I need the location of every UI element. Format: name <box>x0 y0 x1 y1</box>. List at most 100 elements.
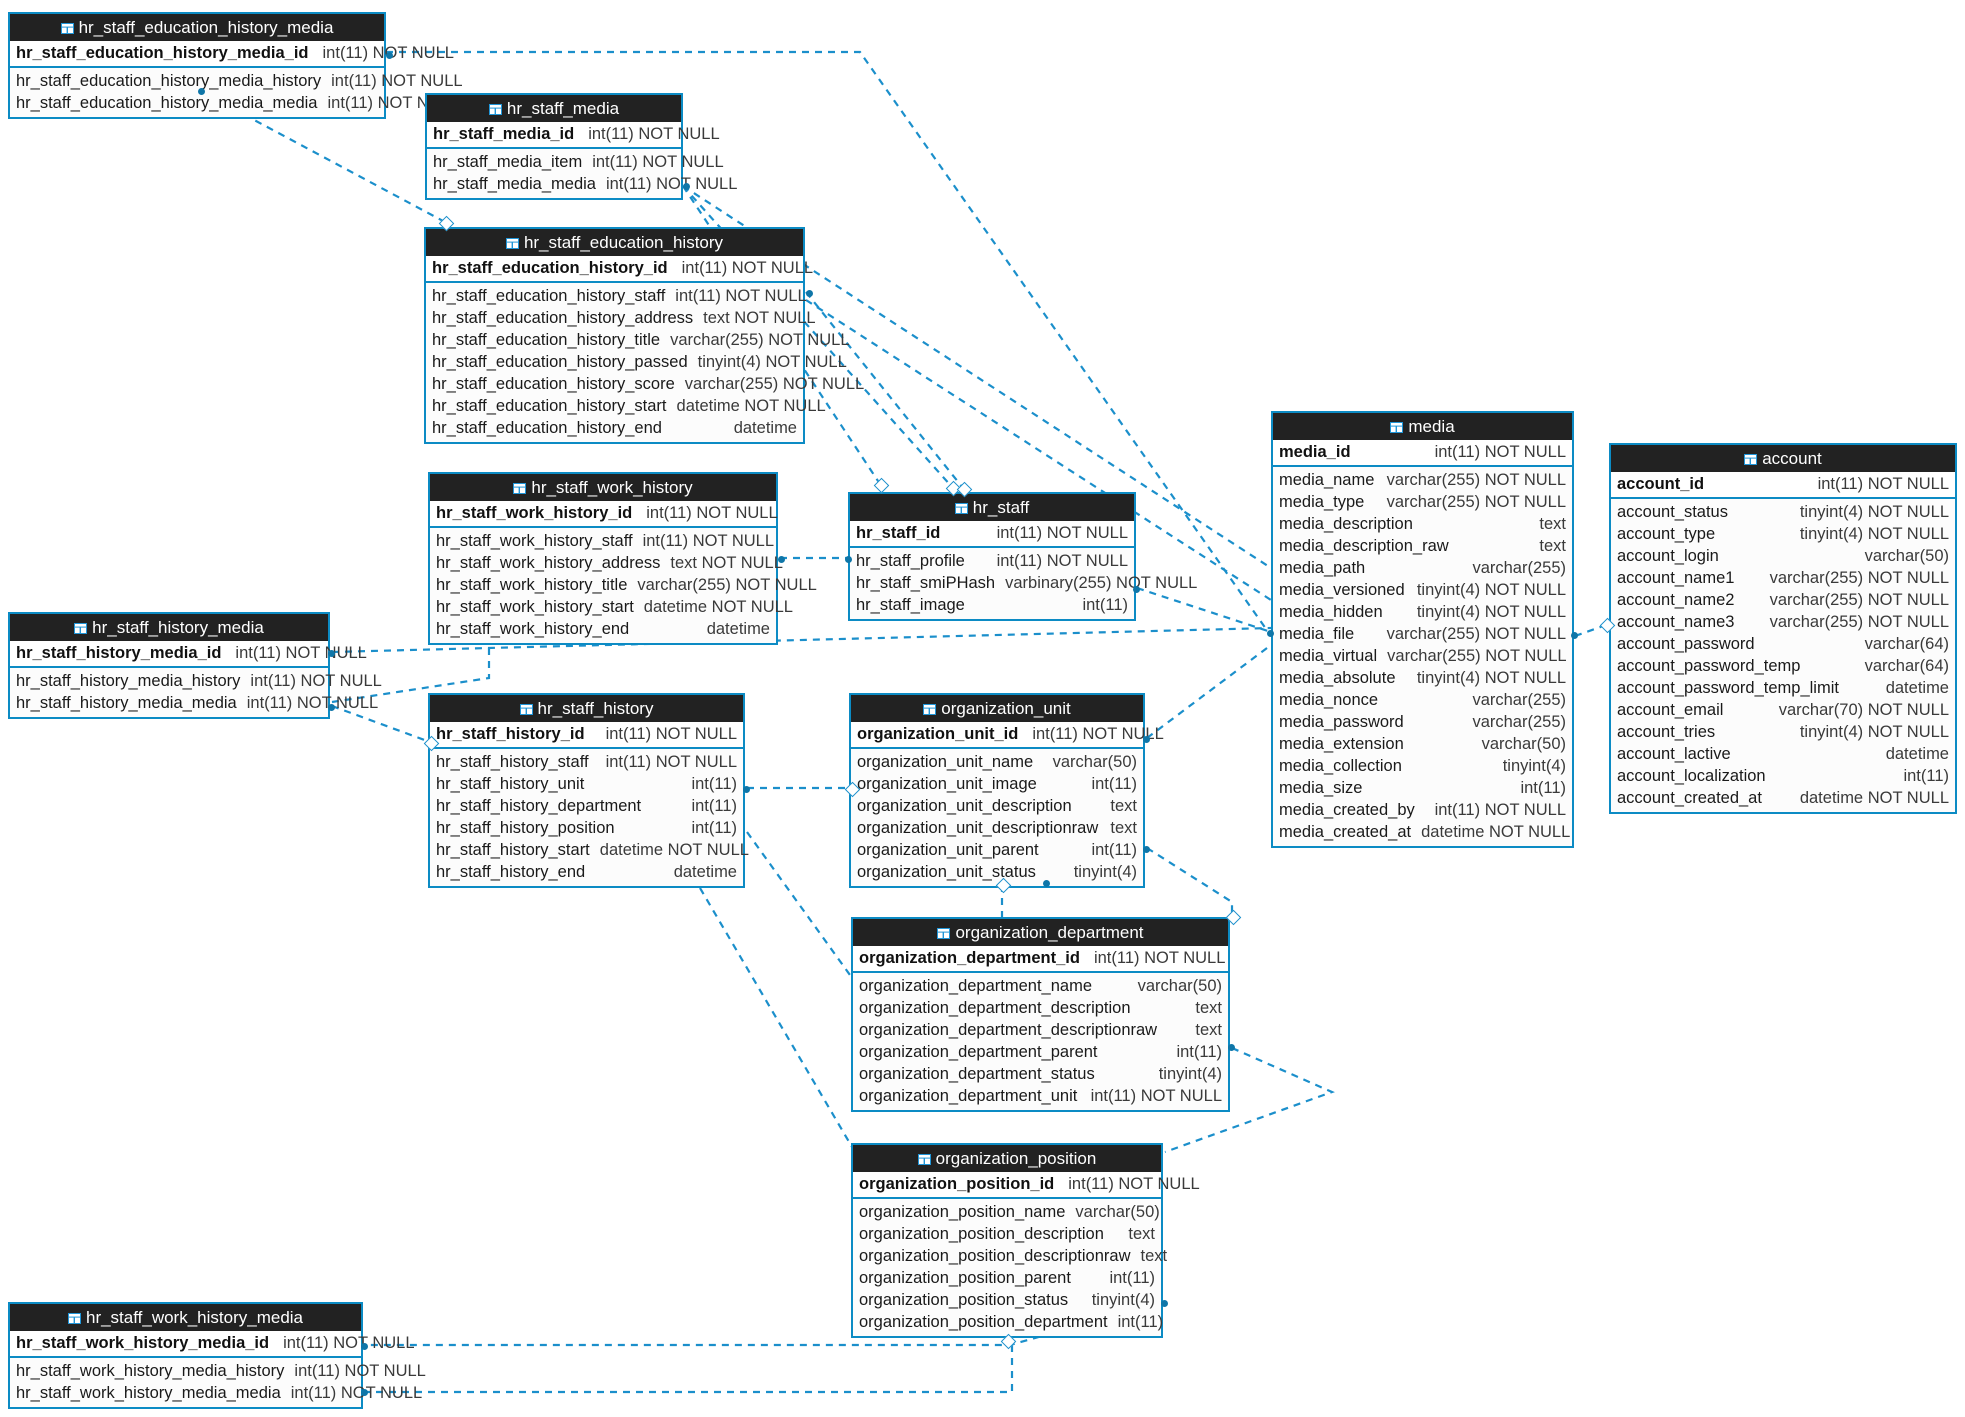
column-row[interactable]: hr_staff_education_history_media_history… <box>10 70 463 92</box>
